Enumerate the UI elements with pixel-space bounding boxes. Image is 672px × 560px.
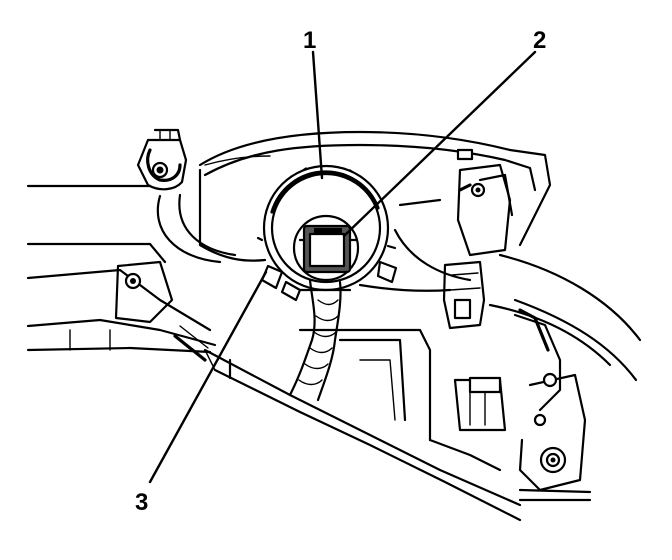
callout-2-label: 2	[533, 27, 546, 54]
callout-leaders	[148, 50, 537, 484]
callout-3-label: 3	[135, 489, 148, 516]
bulb-connector	[292, 214, 360, 282]
vehicle-body-structure	[26, 184, 642, 522]
headlamp-housing	[136, 128, 552, 330]
leader-line-3	[148, 270, 268, 484]
wiring-harness	[288, 278, 352, 402]
callout-labels: 1 2 3	[135, 27, 546, 516]
leader-line-1	[311, 50, 324, 180]
leader-line-2	[342, 50, 537, 238]
callout-1-label: 1	[303, 27, 316, 54]
